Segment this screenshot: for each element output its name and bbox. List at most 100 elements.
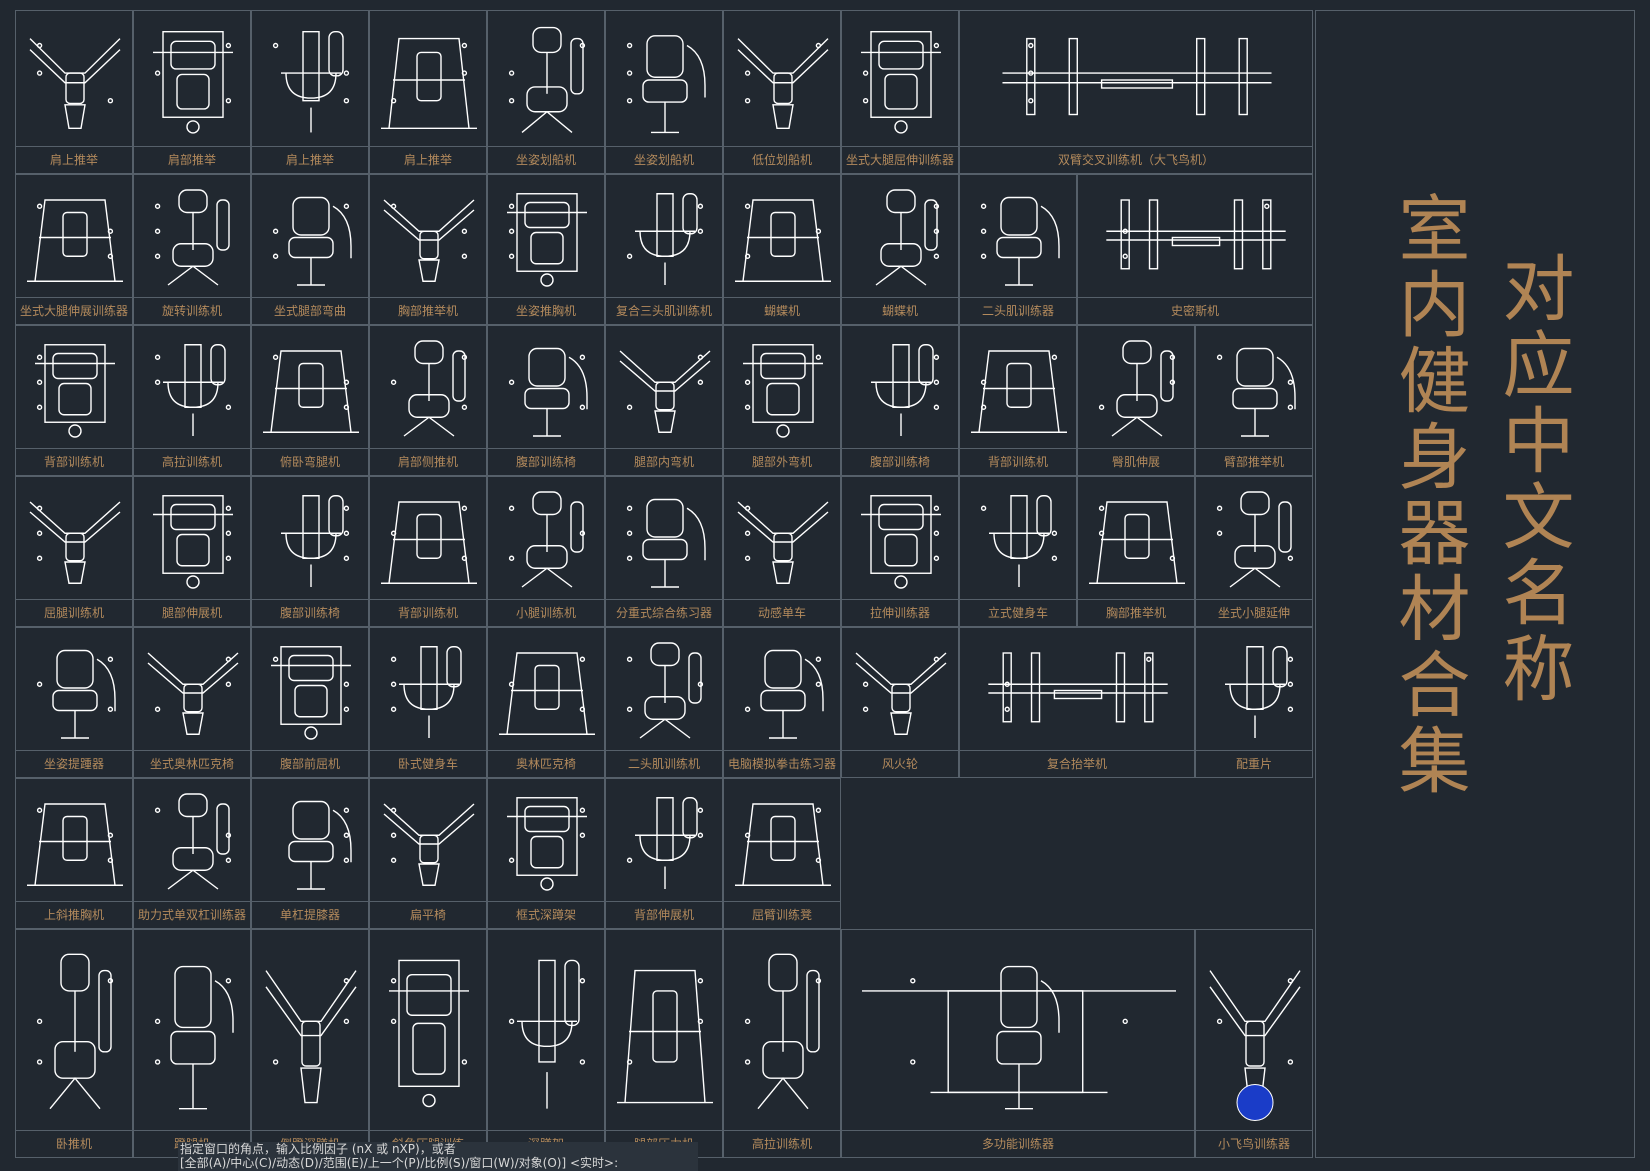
equipment-label: 背部训练机	[370, 599, 486, 626]
command-line[interactable]: 指定窗口的角点，输入比例因子 (nX 或 nXP)，或者 [全部(A)/中心(C…	[178, 1142, 698, 1171]
equipment-cell: 立式健身车	[959, 476, 1077, 627]
equipment-cell: 动感单车	[723, 476, 841, 627]
equipment-cell: 臂部推举机	[1195, 325, 1313, 476]
equipment-cell: 腿部伸展机	[133, 476, 251, 627]
equipment-cell: 坐式小腿延伸	[1195, 476, 1313, 627]
equipment-cell: 肩部推举	[133, 10, 251, 174]
equipment-drawing	[147, 652, 239, 735]
equipment-drawing	[875, 189, 940, 286]
equipment-drawing	[154, 965, 234, 1110]
equipment-drawing	[27, 199, 123, 282]
equipment-cell: 复合抬举机	[959, 627, 1195, 778]
equipment-drawing	[153, 31, 233, 134]
user-figure-icon	[1236, 1084, 1274, 1122]
equipment-cell: 坐式腿部弯曲	[251, 174, 369, 325]
equipment-cell: 电脑模拟拳击练习器	[723, 627, 841, 778]
equipment-label: 俯卧弯腿机	[252, 448, 368, 475]
equipment-drawing	[272, 196, 352, 286]
equipment-drawing	[744, 953, 822, 1110]
equipment-cell: 分重式综合练习器	[605, 476, 723, 627]
equipment-label: 多功能训练器	[842, 1130, 1194, 1157]
equipment-drawing	[154, 793, 232, 890]
equipment-cell: 肩部侧推机	[369, 325, 487, 476]
equipment-drawing	[508, 347, 588, 437]
equipment-label: 胸部推举机	[1078, 599, 1194, 626]
equipment-cell: 二头肌训练器	[959, 174, 1077, 325]
title-frame: 对应中文名称 室内健身器材合集	[1315, 10, 1635, 1158]
equipment-drawing	[508, 491, 586, 588]
equipment-drawing	[737, 501, 829, 584]
equipment-drawing	[263, 350, 359, 433]
equipment-label: 坐姿推胸机	[488, 297, 604, 324]
equipment-drawing	[281, 495, 350, 587]
command-options-line: [全部(A)/中心(C)/动态(D)/范围(E)/上一个(P)/比例(S)/窗口…	[180, 1156, 619, 1170]
equipment-drawing	[29, 501, 121, 584]
equipment-drawing	[744, 649, 824, 739]
equipment-drawing	[737, 38, 829, 129]
equipment-cell: 腹部训练椅	[487, 325, 605, 476]
equipment-drawing	[626, 797, 704, 889]
equipment-drawing	[508, 959, 586, 1109]
equipment-drawing	[1225, 646, 1294, 738]
equipment-cell: 蹬腿机	[133, 929, 251, 1158]
equipment-drawing	[619, 350, 711, 433]
equipment-drawing	[626, 498, 706, 588]
equipment-label: 肩部推举	[134, 146, 250, 173]
equipment-cell: 屈臂训练凳	[723, 778, 841, 929]
equipment-cell: 小飞鸟训练器	[1195, 929, 1313, 1158]
equipment-drawing	[988, 652, 1168, 723]
equipment-label: 风火轮	[842, 750, 958, 777]
equipment-drawing	[1106, 199, 1286, 270]
equipment-drawing	[271, 646, 351, 740]
equipment-label: 电脑模拟拳击练习器	[724, 750, 840, 777]
equipment-cell: 腿部内弯机	[605, 325, 723, 476]
equipment-label: 坐式腿部弯曲	[252, 297, 368, 324]
equipment-cell: 深蹲架	[487, 929, 605, 1158]
equipment-label: 腹部训练椅	[842, 448, 958, 475]
equipment-label: 单杠提膝器	[252, 901, 368, 928]
equipment-cell: 卧式健身车	[369, 627, 487, 778]
equipment-label: 肩上推举	[252, 146, 368, 173]
equipment-drawing	[36, 953, 114, 1110]
equipment-drawing	[35, 344, 115, 438]
equipment-label: 旋转训练机	[134, 297, 250, 324]
equipment-cell: 肩上推举	[369, 10, 487, 174]
equipment-drawing	[735, 199, 831, 282]
title-left-column: 室内健身器材合集	[1386, 191, 1470, 799]
equipment-drawing	[390, 340, 468, 437]
equipment-cell: 胸部推举机	[369, 174, 487, 325]
equipment-cell: 腿部外弯机	[723, 325, 841, 476]
equipment-label: 背部训练机	[960, 448, 1076, 475]
equipment-drawing	[861, 31, 941, 134]
equipment-drawing	[27, 803, 123, 886]
equipment-drawing	[855, 652, 947, 735]
equipment-cell: 腹部前屈机	[251, 627, 369, 778]
equipment-label: 腿部外弯机	[724, 448, 840, 475]
equipment-cell: 二头肌训练机	[605, 627, 723, 778]
equipment-label: 臀肌伸展	[1078, 448, 1194, 475]
equipment-cell: 臀肌伸展	[1077, 325, 1195, 476]
equipment-cell: 蝴蝶机	[723, 174, 841, 325]
equipment-label: 小腿训练机	[488, 599, 604, 626]
equipment-cell: 腹部训练椅	[251, 476, 369, 627]
equipment-cell: 低位划船机	[723, 10, 841, 174]
equipment-cell: 倒蹬深蹲机	[251, 929, 369, 1158]
equipment-cell: 小腿训练机	[487, 476, 605, 627]
equipment-drawing	[29, 38, 121, 129]
equipment-label: 小飞鸟训练器	[1196, 1130, 1312, 1157]
equipment-label: 低位划船机	[724, 146, 840, 173]
equipment-label: 肩部侧推机	[370, 448, 486, 475]
equipment-drawing	[626, 642, 704, 739]
equipment-drawing	[383, 803, 475, 886]
equipment-label: 助力式单双杠训练器	[134, 901, 250, 928]
equipment-label: 背部训练机	[16, 448, 132, 475]
equipment-drawing	[1216, 491, 1294, 588]
equipment-drawing	[971, 350, 1067, 433]
equipment-drawing	[1209, 970, 1301, 1122]
equipment-cell: 复合三头肌训练机	[605, 174, 723, 325]
equipment-drawing	[154, 189, 230, 286]
equipment-drawing	[390, 646, 462, 738]
equipment-cell: 奥林匹克椅	[487, 627, 605, 778]
equipment-drawing	[507, 193, 587, 287]
